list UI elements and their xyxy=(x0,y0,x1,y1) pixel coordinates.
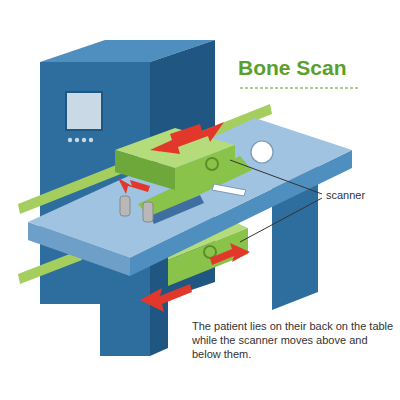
button xyxy=(68,138,72,142)
title-rule xyxy=(240,87,358,88)
diagram-title: Bone Scan xyxy=(238,56,347,80)
monitor-screen xyxy=(66,92,102,130)
motion-arrow xyxy=(150,122,224,154)
scanner-detector xyxy=(204,246,216,258)
leader-line xyxy=(240,198,322,242)
patient-arm xyxy=(212,184,246,196)
patient-foot xyxy=(143,202,153,222)
motion-arrow xyxy=(118,178,150,194)
button xyxy=(75,138,79,142)
motion-arrow xyxy=(210,243,250,265)
caption-text: The patient lies on their back on the ta… xyxy=(192,319,394,361)
button xyxy=(82,138,86,142)
motion-arrow xyxy=(140,284,192,312)
button xyxy=(89,138,93,142)
patient-head xyxy=(251,141,273,163)
table-top xyxy=(28,118,352,258)
table-leg xyxy=(100,262,150,356)
upper-scanner-front xyxy=(175,145,235,190)
leader-line xyxy=(230,160,322,194)
callout-label: scanner xyxy=(326,189,365,201)
patient-legs xyxy=(150,195,204,224)
scanner-detector xyxy=(206,158,218,170)
patient-foot xyxy=(120,196,130,216)
